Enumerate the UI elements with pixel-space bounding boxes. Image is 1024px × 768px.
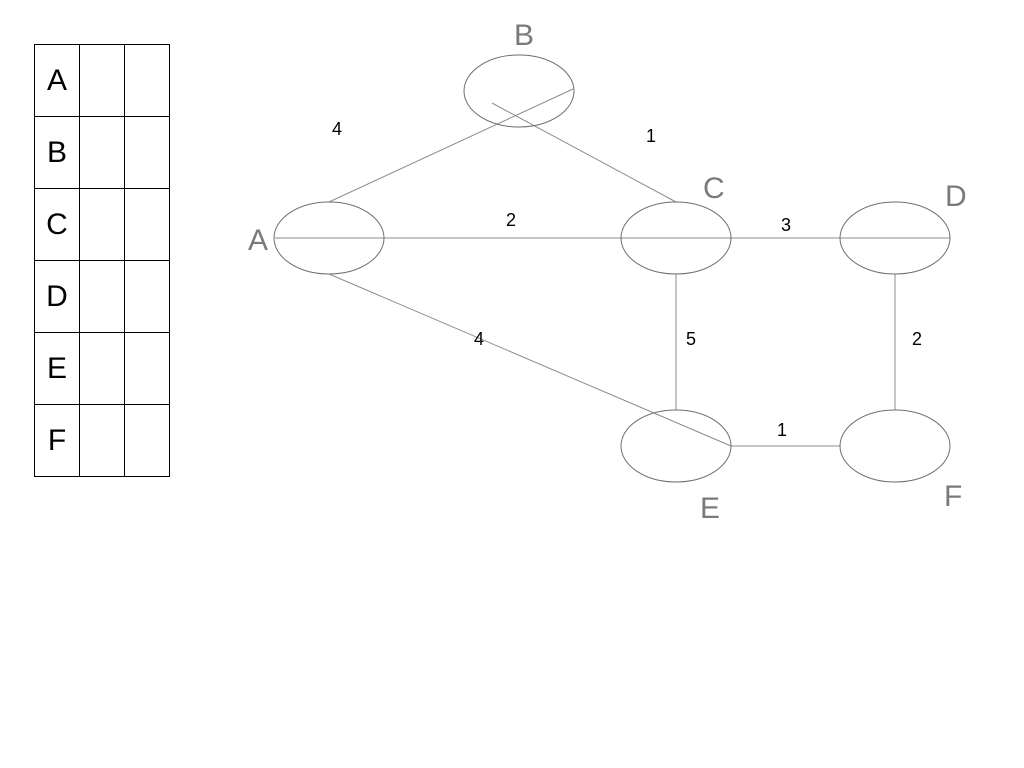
edge-a-b — [328, 88, 574, 203]
weight-label-c-e: 5 — [686, 329, 696, 349]
row-label: A — [34, 44, 80, 117]
table-row: F — [34, 404, 170, 477]
table-row: C — [34, 188, 170, 261]
table-cell — [124, 188, 170, 261]
weight-label-c-d: 3 — [781, 215, 791, 235]
edge-b-c — [491, 102, 677, 203]
node-label-e: E — [700, 492, 720, 525]
weight-label-b-c: 1 — [646, 126, 656, 146]
weight-label-e-f: 1 — [777, 420, 787, 440]
node-a — [273, 201, 385, 275]
node-label-a: A — [248, 224, 268, 257]
node-label-b: B — [514, 19, 534, 52]
table-cell — [79, 44, 125, 117]
table-cell — [79, 404, 125, 477]
weight-label-a-b: 4 — [332, 119, 342, 139]
table-cell — [124, 116, 170, 189]
node-e — [620, 409, 732, 483]
node-label-c: C — [703, 172, 725, 205]
weight-label-a-c: 2 — [506, 210, 516, 230]
table-row: D — [34, 260, 170, 333]
edge-a-e — [328, 273, 732, 447]
node-c — [620, 201, 732, 275]
row-label: F — [34, 404, 80, 477]
table-row: B — [34, 116, 170, 189]
table-cell — [79, 188, 125, 261]
weight-label-a-e: 4 — [474, 329, 484, 349]
distance-table: A B C D E F — [34, 44, 170, 477]
table-cell — [124, 260, 170, 333]
node-b — [463, 54, 575, 128]
node-label-f: F — [944, 480, 962, 513]
node-label-d: D — [945, 180, 967, 213]
weight-label-d-f: 2 — [912, 329, 922, 349]
table-row: E — [34, 332, 170, 405]
table-cell — [124, 332, 170, 405]
node-d — [839, 201, 951, 275]
table-cell — [79, 332, 125, 405]
row-label: E — [34, 332, 80, 405]
row-label: B — [34, 116, 80, 189]
node-f — [839, 409, 951, 483]
table-cell — [124, 404, 170, 477]
